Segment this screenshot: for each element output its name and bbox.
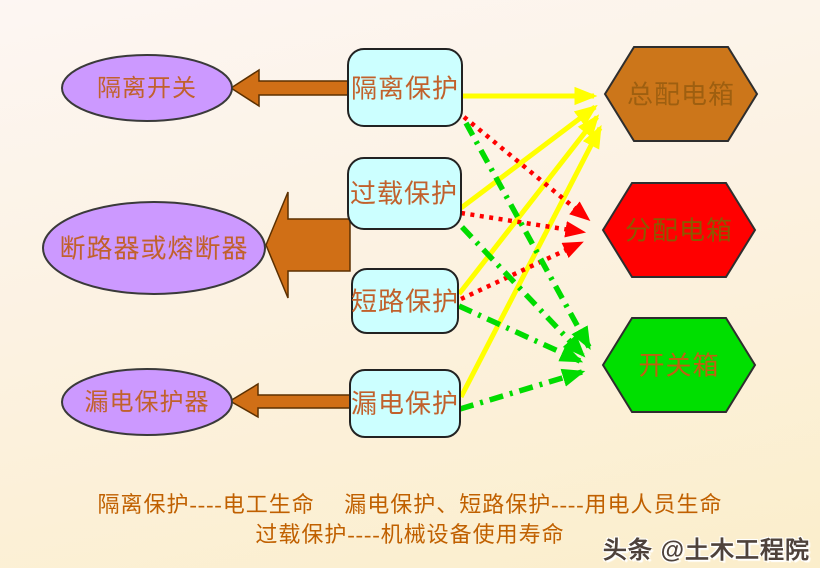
label-isolation-protection: 隔离保护: [351, 75, 459, 104]
ellipse-leakage-protector: [61, 368, 233, 436]
green-links: [457, 121, 592, 412]
red-links: [460, 115, 591, 302]
hexagon-main-distribution-box: [603, 46, 759, 142]
hexagon-distribution-box: [601, 182, 757, 278]
box-leakage-protection: [349, 369, 461, 438]
box-shortcircuit-protection: [351, 268, 459, 334]
link-leakage-main-yellow: [458, 124, 603, 399]
label-overload-protection: 过载保护: [350, 180, 458, 209]
link-isolation-dist-red: [462, 115, 591, 221]
label-breaker-or-fuse: 断路器或熔断器: [59, 235, 248, 264]
label-leakage-protection: 漏电保护: [351, 390, 459, 419]
label-isolation-switch: 隔离开关: [97, 75, 197, 102]
label-main-distribution-box: 总配电箱: [627, 81, 735, 110]
label-leakage-protector: 漏电保护器: [85, 389, 210, 416]
block-arrow-isolation: [229, 68, 351, 108]
link-overload-dist-red: [460, 210, 587, 238]
watermark-toutiao: 头条 @土木工程院: [602, 537, 810, 564]
yellow-links: [457, 86, 603, 399]
hexagon-switch-box: [601, 317, 757, 413]
label-shortcircuit-protection: 短路保护: [351, 288, 459, 317]
label-switch-box: 开关箱: [638, 352, 719, 381]
label-distribution-box: 分配电箱: [625, 217, 733, 246]
block-arrow-breaker: [265, 191, 351, 299]
link-overload-switch-green: [460, 225, 586, 358]
link-shortcircuit-dist-red: [460, 240, 584, 302]
link-isolation-switch-green: [463, 121, 592, 351]
link-overload-main-yellow: [459, 104, 598, 210]
link-leakage-switch-green: [459, 368, 586, 412]
ellipse-isolation-switch: [61, 54, 233, 122]
block-arrow-leakage: [228, 382, 351, 419]
link-shortcircuit-switch-green: [457, 303, 584, 364]
caption-line-1: 隔离保护----电工生命 漏电保护、短路保护----用电人员生命: [97, 492, 723, 517]
ellipse-breaker-or-fuse: [42, 201, 266, 295]
link-shortcircuit-main-yellow: [457, 114, 600, 296]
box-overload-protection: [347, 157, 462, 230]
box-isolation-protection: [347, 48, 463, 127]
caption-line-2: 过载保护----机械设备使用寿命: [255, 522, 565, 547]
